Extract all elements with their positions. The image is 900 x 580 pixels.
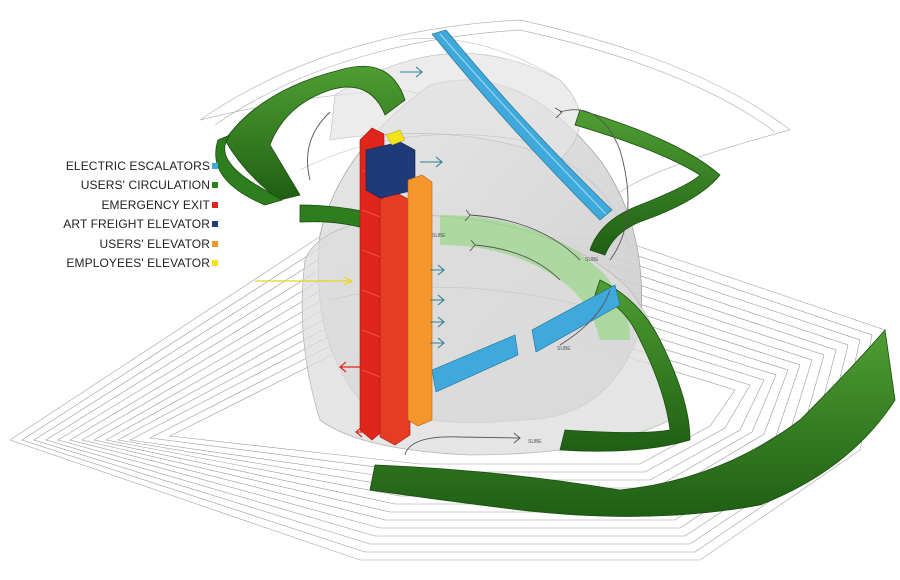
employees-elevator — [385, 129, 406, 146]
sube-label: SUBE — [432, 233, 446, 239]
legend-item-emergency-exit: EMERGENCY EXIT — [18, 195, 218, 215]
legend-item-electric-escalators: ELECTRIC ESCALATORS — [18, 156, 218, 176]
legend-item-users-elevator: USERS' ELEVATOR — [18, 234, 218, 254]
flow-arrows — [400, 66, 445, 349]
art-freight-elevator — [365, 141, 416, 199]
green-ramp-foreground — [369, 329, 896, 517]
users-elevator — [407, 174, 433, 427]
legend-item-users-circulation: USERS' CIRCULATION — [18, 176, 218, 196]
employees-entrance-pointer — [255, 276, 354, 286]
ramp-labels: SUBE SUBE SUBE SUBE — [432, 233, 599, 445]
circulation-swatch-icon — [212, 182, 218, 189]
exit-arrows — [339, 361, 378, 438]
vertical-cores — [359, 127, 433, 446]
green-ramp-upper-left-lip — [215, 134, 283, 206]
legend-item-art-freight-elevator: ART FREIGHT ELEVATOR — [18, 215, 218, 235]
sube-label: SUBE — [585, 257, 599, 263]
legend-label: EMPLOYEES' ELEVATOR — [66, 256, 210, 271]
green-ramp-lower-right — [559, 279, 691, 452]
green-ramp-right — [574, 109, 721, 256]
legend: ELECTRIC ESCALATORS USERS' CIRCULATION E… — [18, 156, 218, 273]
electric-escalators — [431, 29, 621, 393]
escalator-lower-left — [431, 334, 519, 393]
employees-elevator-swatch-icon — [212, 260, 218, 267]
emergency-swatch-icon — [212, 201, 218, 208]
escalator-lower-right — [531, 284, 621, 353]
freight-swatch-icon — [212, 221, 218, 228]
emergency-exit-stair-front — [379, 191, 411, 446]
users-elevator-swatch-icon — [212, 240, 218, 247]
legend-item-employees-elevator: EMPLOYEES' ELEVATOR — [18, 254, 218, 274]
sube-label: SUBE — [557, 346, 571, 352]
sube-label: SUBE — [528, 439, 542, 445]
legend-label: USERS' CIRCULATION — [80, 178, 210, 193]
legend-label: ART FREIGHT ELEVATOR — [63, 217, 210, 232]
escalator-swatch-icon — [212, 162, 218, 169]
circulation-paths — [307, 107, 629, 456]
legend-label: EMERGENCY EXIT — [101, 197, 210, 212]
legend-label: ELECTRIC ESCALATORS — [65, 158, 210, 173]
legend-label: USERS' ELEVATOR — [99, 236, 210, 251]
